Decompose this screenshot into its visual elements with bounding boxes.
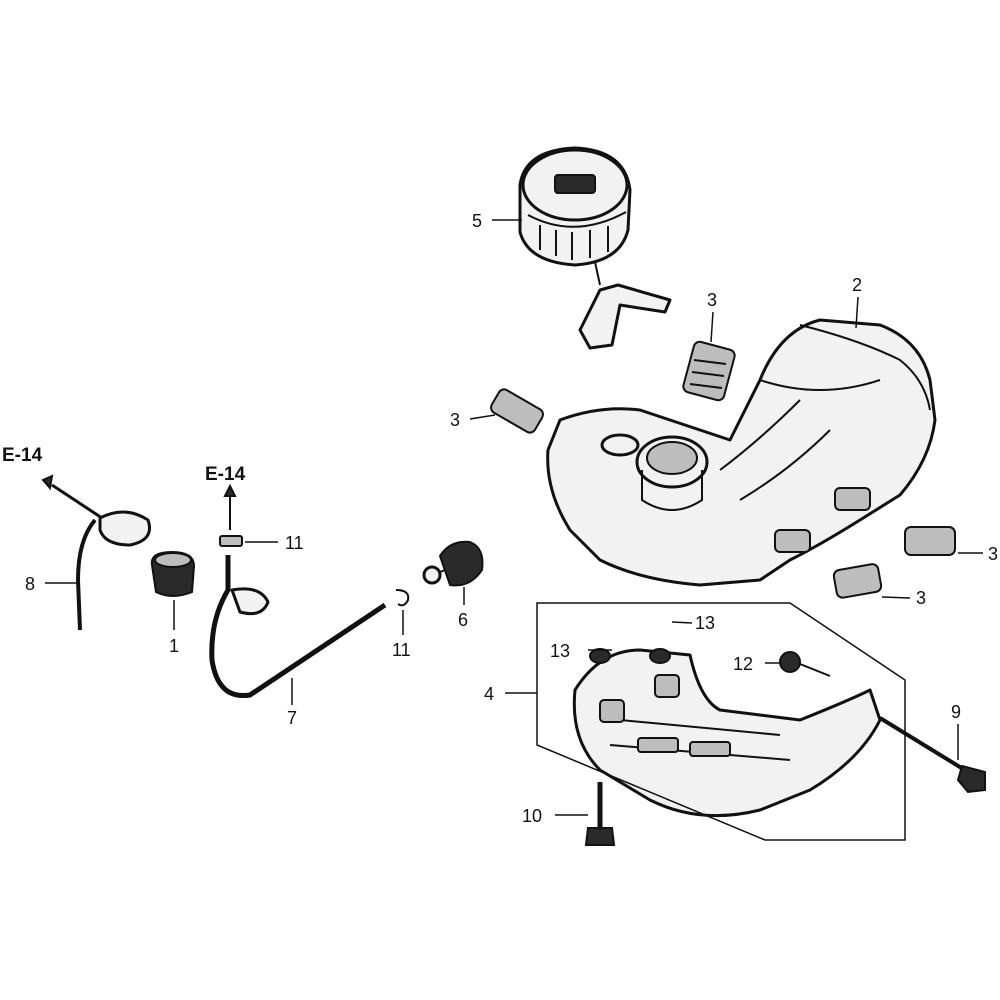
tank-guard	[572, 648, 882, 818]
cap-1	[150, 550, 196, 597]
grommet-lower-right	[832, 563, 883, 599]
callout-13-left: 13	[550, 641, 570, 661]
callout-4: 4	[484, 684, 494, 704]
callout-2: 2	[852, 275, 862, 295]
callout-3-right: 3	[988, 544, 998, 564]
clip-11	[395, 589, 410, 607]
breather-tube-8	[51, 483, 151, 631]
bolt-12	[779, 651, 831, 677]
grommet-right	[904, 526, 956, 556]
callout-11-lower: 11	[392, 640, 411, 660]
fuel-tank	[546, 318, 937, 587]
fuel-line-7	[209, 555, 387, 699]
callout-13-right: 13	[695, 613, 715, 633]
callout-6: 6	[458, 610, 468, 630]
callout-5: 5	[472, 211, 482, 231]
bolt-9	[878, 716, 986, 794]
leader-lines	[45, 219, 983, 816]
callout-9: 9	[951, 702, 961, 722]
callout-12: 12	[733, 654, 753, 674]
callout-11-upper: 11	[285, 533, 304, 553]
arrow-left-ref	[41, 474, 54, 491]
bolt-10	[584, 782, 616, 846]
callout-1: 1	[169, 636, 179, 656]
callout-3-left: 3	[450, 410, 460, 430]
grommet-upper	[682, 340, 736, 402]
ref-label-left: E-14	[2, 445, 43, 466]
grommet-left	[490, 388, 544, 434]
callout-7: 7	[287, 708, 297, 728]
ref-label-mid: E-14	[205, 464, 246, 485]
callout-10: 10	[522, 806, 542, 826]
callout-3-upper: 3	[707, 290, 717, 310]
fuel-cap	[518, 146, 672, 350]
callout-3-lower-right: 3	[916, 588, 926, 608]
washer-11	[219, 483, 243, 547]
callout-8: 8	[25, 574, 35, 594]
strainer-6	[422, 540, 484, 587]
guard-assembly-outline	[536, 602, 906, 841]
